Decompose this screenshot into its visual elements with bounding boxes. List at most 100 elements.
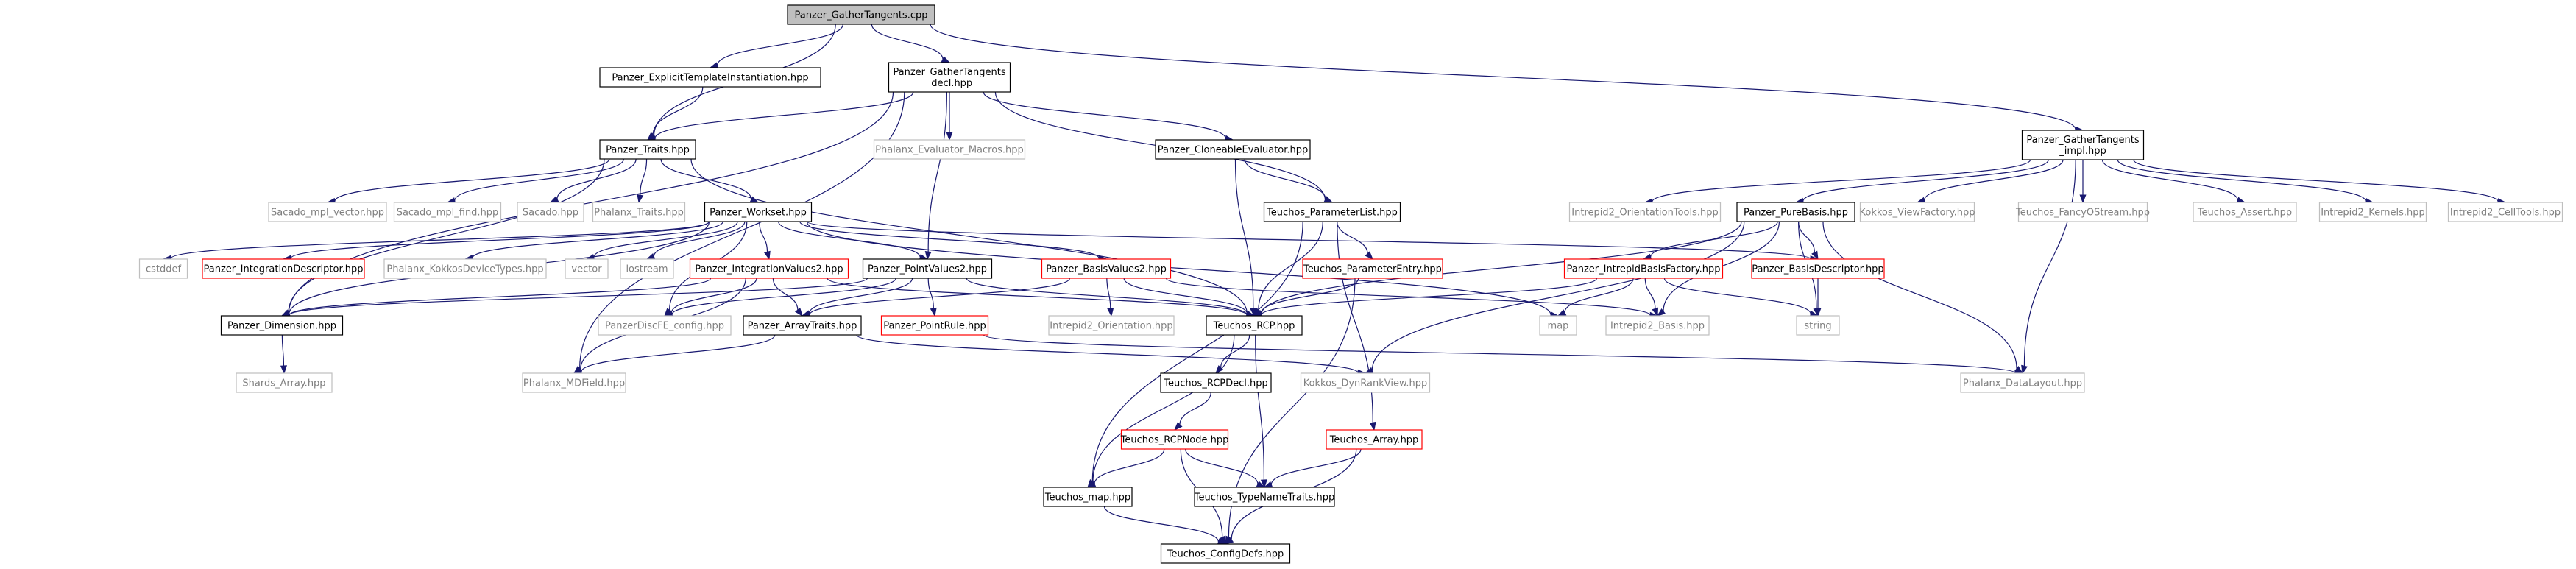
edge-line [1123,278,1248,314]
node-phxEvalMacros[interactable]: Phalanx_Evaluator_Macros.hpp [873,139,1026,160]
edge-root-to-eti [709,24,843,69]
edge-line [1234,158,1254,309]
node-box [1751,258,1885,279]
edge-ptVals2-to-pointRule [927,278,937,317]
node-intrOrient[interactable]: Intrepid2_Orientation.hpp [1048,315,1175,336]
edge-line [983,91,1226,139]
node-label: Phalanx_Evaluator_Macros.hpp [875,145,1024,156]
node-pureBasis[interactable]: Panzer_PureBasis.hpp [1736,202,1855,222]
node-box [202,258,365,279]
node-dynRank[interactable]: Kokkos_DynRankView.hpp [1300,372,1431,393]
node-decl[interactable]: Panzer_GatherTangents_decl.hpp [888,62,1011,93]
node-rcpDecl[interactable]: Teuchos_RCPDecl.hpp [1160,372,1272,393]
edge-workset-to-cstddef [162,221,710,262]
node-intrBasisFactory[interactable]: Panzer_IntrepidBasisFactory.hpp [1563,258,1724,279]
node-cloneable[interactable]: Panzer_CloneableEvaluator.hpp [1155,139,1311,160]
node-box [1736,202,1855,222]
node-fancyOStream[interactable]: Teuchos_FancyOStream.hpp [2015,202,2150,222]
node-label: Panzer_GatherTangents.cpp [795,10,928,21]
node-label: Panzer_GatherTangents [2026,135,2139,146]
node-intDesc[interactable]: Panzer_IntegrationDescriptor.hpp [202,258,365,279]
node-rcp[interactable]: Teuchos_RCP.hpp [1206,315,1303,336]
node-paramEntry[interactable]: Teuchos_ParameterEntry.hpp [1302,258,1443,279]
node-sacMplFind[interactable]: Sacado_mpl_find.hpp [393,202,502,222]
node-ptVals2[interactable]: Panzer_PointValues2.hpp [862,258,993,279]
edge-intVals2-to-arrayTraits [772,278,803,317]
node-vector[interactable]: vector [565,258,609,279]
edge-line [556,158,637,199]
node-basisDesc[interactable]: Panzer_BasisDescriptor.hpp [1751,258,1885,279]
node-dimension[interactable]: Panzer_Dimension.hpp [220,315,344,336]
node-shards[interactable]: Shards_Array.hpp [236,372,333,393]
node-impl[interactable]: Panzer_GatherTangents_impl.hpp [2021,130,2145,160]
node-label: Panzer_BasisDescriptor.hpp [1752,264,1883,275]
node-label: _decl.hpp [926,78,972,89]
edge-intrBasisFactory-to-rcp [1253,278,1598,319]
edge-eti-to-traits [646,86,704,141]
node-eti[interactable]: Panzer_ExplicitTemplateInstantiation.hpp [599,67,821,88]
node-typeNameTraits[interactable]: Teuchos_TypeNameTraits.hpp [1194,487,1335,507]
node-phxKokkos[interactable]: Phalanx_KokkosDeviceTypes.hpp [383,258,547,279]
edge-rcpNode-to-typeNameTraits [1185,448,1266,488]
edge-decl-to-phxEvalMacros [946,92,953,141]
edge-line [1091,221,1303,482]
node-intrOrientTools[interactable]: Intrepid2_OrientationTools.hpp [1568,202,1722,222]
node-phxTraits[interactable]: Phalanx_Traits.hpp [592,202,686,222]
edge-impl-to-intrOrientTools [1643,159,2031,205]
edge-arrowhead [1811,250,1819,261]
edge-rcpNode-to-tmap [1086,448,1165,488]
node-label: Teuchos_TypeNameTraits.hpp [1194,492,1335,503]
node-sacado[interactable]: Sacado.hpp [517,202,584,222]
node-label: Teuchos_RCPDecl.hpp [1163,378,1268,389]
node-label: Panzer_Dimension.hpp [227,321,336,332]
node-label: Panzer_PureBasis.hpp [1744,208,1848,219]
edge-line [806,221,1551,315]
node-map[interactable]: map [1539,315,1577,336]
node-workset[interactable]: Panzer_Workset.hpp [704,202,813,222]
edge-decl-to-ptVals2 [924,91,947,261]
edge-arrowhead [645,253,656,260]
edge-line [983,334,2016,374]
node-tmap[interactable]: Teuchos_map.hpp [1043,487,1133,507]
node-assert[interactable]: Teuchos_Assert.hpp [2193,202,2297,222]
node-paramList[interactable]: Teuchos_ParameterList.hpp [1263,202,1401,222]
edge-workset-to-iostream [645,221,746,260]
edge-workset-to-basisDesc [806,221,1819,263]
node-configDefs[interactable]: Teuchos_ConfigDefs.hpp [1160,543,1291,564]
node-traits[interactable]: Panzer_Traits.hpp [599,139,696,160]
edge-line [1179,392,1211,425]
node-label: Panzer_IntrepidBasisFactory.hpp [1566,264,1720,275]
node-mdfield[interactable]: Phalanx_MDField.hpp [522,372,626,393]
node-label: Panzer_BasisValues2.hpp [1046,264,1167,275]
node-rcpNode[interactable]: Teuchos_RCPNode.hpp [1120,429,1229,450]
node-tArray[interactable]: Teuchos_Array.hpp [1326,429,1423,450]
edge-line [1270,448,1362,485]
edge-line [1106,278,1111,309]
edge-arrowhead [2021,364,2028,375]
node-cstddef[interactable]: cstddef [138,258,188,279]
node-label: Panzer_IntegrationValues2.hpp [695,264,843,275]
node-string[interactable]: string [1796,315,1840,336]
edge-line [2101,159,2239,201]
edges-layer [162,24,2507,545]
node-sacMplVec[interactable]: Sacado_mpl_vector.hpp [268,202,387,222]
node-label: Panzer_Traits.hpp [606,145,690,156]
node-iostream[interactable]: iostream [620,258,674,279]
node-kokkosViewFactory[interactable]: Kokkos_ViewFactory.hpp [1859,202,1975,222]
node-box [1960,372,2085,393]
node-cellTools[interactable]: Intrepid2_CellTools.hpp [2447,202,2563,222]
node-box [220,315,344,336]
node-intVals2[interactable]: Panzer_IntegrationValues2.hpp [689,258,849,279]
node-root[interactable]: Panzer_GatherTangents.cpp [787,4,935,25]
node-basisVals2[interactable]: Panzer_BasisValues2.hpp [1041,258,1172,279]
edge-impl-to-pureBasis [1794,159,2049,205]
edge-cloneable-to-rcp [1234,158,1257,317]
node-intrBasis[interactable]: Intrepid2_Basis.hpp [1605,315,1710,336]
edge-intrBasisFactory-to-intrBasis [1644,278,1659,317]
node-pointRule[interactable]: Panzer_PointRule.hpp [880,315,989,336]
node-box [2318,202,2427,222]
node-kernels[interactable]: Intrepid2_Kernels.hpp [2318,202,2427,222]
node-arrayTraits[interactable]: Panzer_ArrayTraits.hpp [743,315,862,336]
node-discfe[interactable]: PanzerDiscFE_config.hpp [598,315,732,336]
node-dataLayout[interactable]: Phalanx_DataLayout.hpp [1960,372,2085,393]
